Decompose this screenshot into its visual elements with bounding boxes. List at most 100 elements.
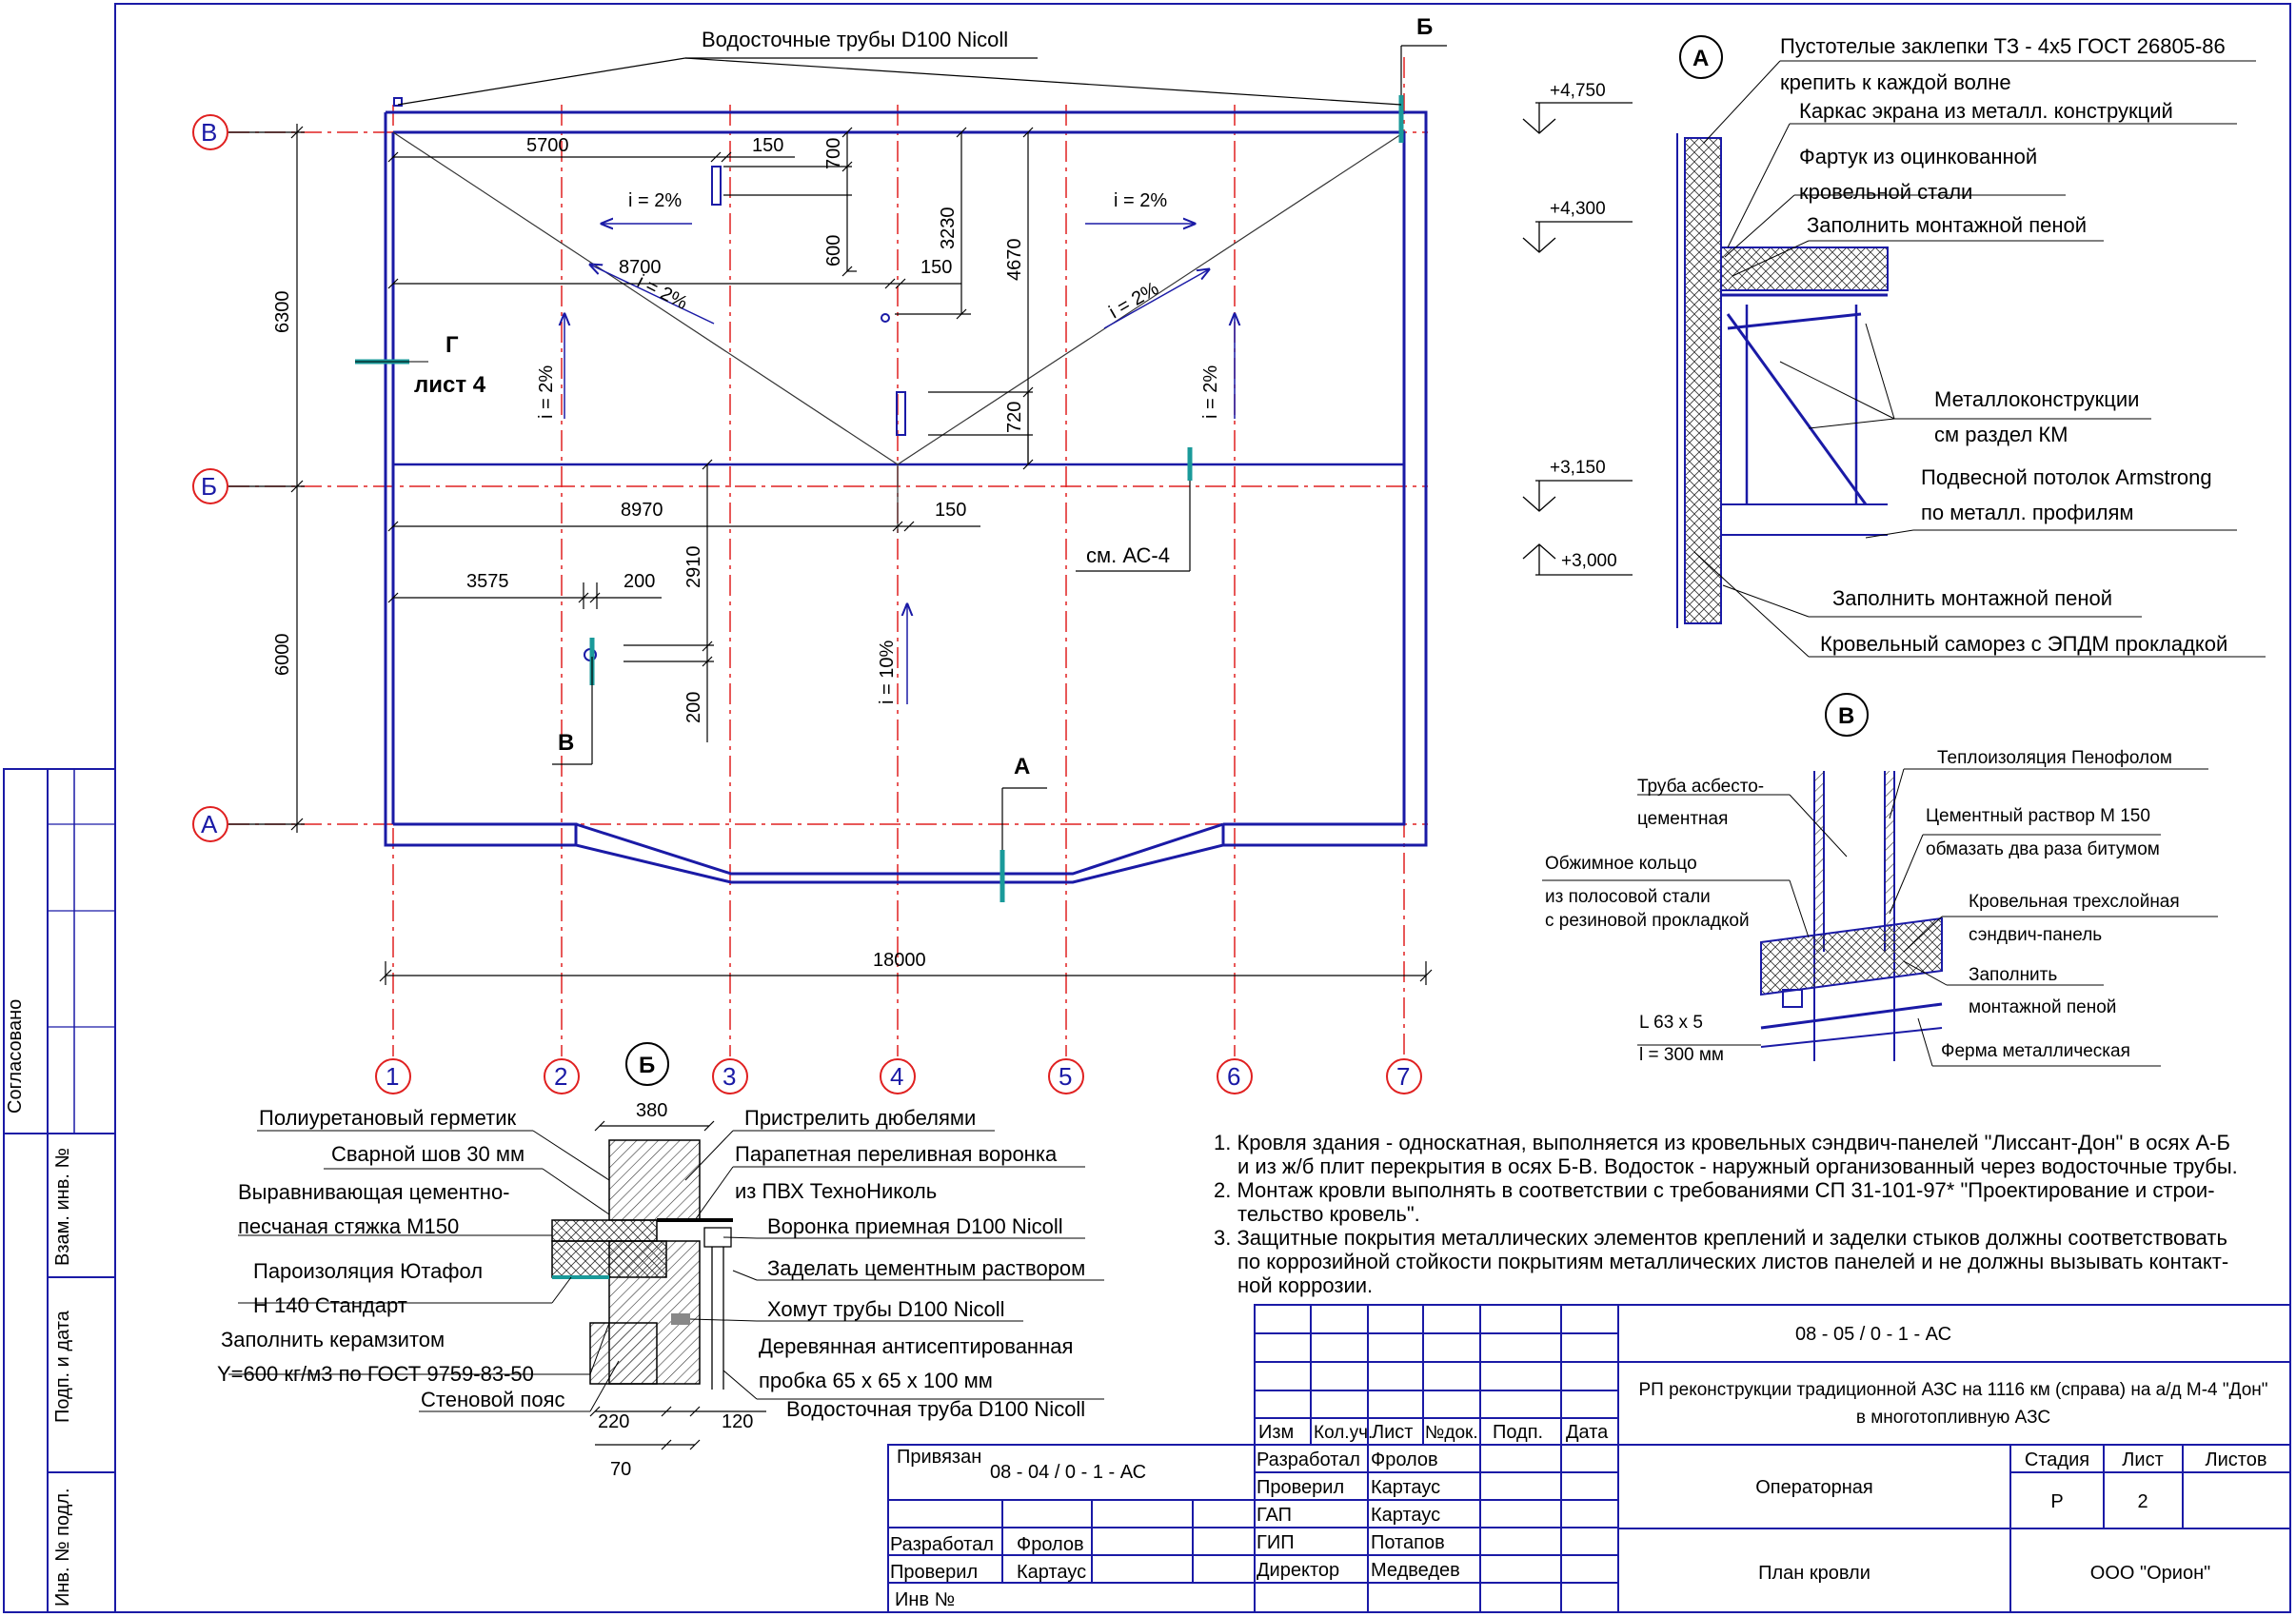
detail-b-plug xyxy=(671,1313,690,1325)
tb-stage: Р xyxy=(2050,1491,2063,1512)
tb-h-kol: Кол.уч. xyxy=(1314,1423,1373,1443)
level-3150: +3,150 xyxy=(1550,458,1606,478)
stamp-sign-date: Подп. и дата xyxy=(52,1310,73,1423)
dim-600: 600 xyxy=(823,235,844,266)
slope-arrows xyxy=(564,224,1235,704)
axis-col-1: 1 xyxy=(386,1062,399,1091)
detail-a-label-12: Кровельный саморез с ЭПДМ прокладкой xyxy=(1820,632,2227,656)
note-line-7: ной коррозии. xyxy=(1237,1273,1373,1297)
detail-v-mark: В xyxy=(1838,703,1854,729)
detail-b-w70: 70 xyxy=(610,1459,631,1480)
tb-name-1: Картаус xyxy=(1371,1477,1440,1498)
detail-b-left-2: Выравнивающая цементно- xyxy=(238,1180,510,1204)
pipe-markers xyxy=(355,95,1404,902)
detail-b-left-8: Стеновой пояс xyxy=(421,1388,564,1411)
dim-3230: 3230 xyxy=(938,207,959,250)
detail-a-label-5: кровельной стали xyxy=(1799,180,1972,204)
a-leader xyxy=(1001,787,1047,850)
tb-h-list: Лист xyxy=(1372,1422,1413,1443)
dim-200-b: 200 xyxy=(683,692,704,723)
slope-7: i = 10% xyxy=(877,641,898,704)
detail-v-label-12: L 63 х 5 xyxy=(1639,1013,1703,1033)
detail-b-right-2: из ПВХ ТехноНиколь xyxy=(735,1179,937,1203)
detail-b-right-3: Воронка приемная D100 Nicoll xyxy=(767,1214,1063,1238)
detail-b-w220: 220 xyxy=(598,1411,629,1432)
detail-v-angle xyxy=(1782,989,1803,1008)
detail-v-label-13: l = 300 мм xyxy=(1639,1045,1724,1065)
detail-b-left-6: Заполнить керамзитом xyxy=(221,1328,445,1351)
see-ac4: см. АС-4 xyxy=(1086,543,1170,567)
section-b-top: Б xyxy=(1416,14,1433,40)
detail-v: В Труб xyxy=(1542,693,2218,1067)
detail-b-mark: Б xyxy=(639,1053,655,1078)
tie-inv: Инв № xyxy=(895,1589,955,1610)
detail-b-w380: 380 xyxy=(636,1100,667,1121)
tb-name-2: Картаус xyxy=(1371,1505,1440,1526)
dim-2910: 2910 xyxy=(683,546,704,589)
section-g: Г xyxy=(445,332,459,358)
axis-gridlines xyxy=(228,57,1428,1056)
tb-role-3: ГИП xyxy=(1257,1532,1295,1553)
dimension-lines xyxy=(228,124,1433,985)
tb-h-sign: Подп. xyxy=(1493,1422,1543,1443)
tb-h-date: Дата xyxy=(1566,1422,1609,1443)
detail-v-label-11: монтажной пеной xyxy=(1969,997,2116,1017)
tb-project-2: в многотопливную АЗС xyxy=(1856,1408,2050,1428)
stamp-orig-inv: Инв. № подл. xyxy=(52,1488,73,1607)
detail-v-pipe-wall-right xyxy=(1885,771,1894,952)
dim-4670: 4670 xyxy=(1004,239,1025,282)
slope-5: i = 2% xyxy=(536,365,557,419)
note-line-3: 2. Монтаж кровли выполнять в соответстви… xyxy=(1214,1178,2215,1202)
detail-b-right-7: пробка 65 х 65 х 100 мм xyxy=(759,1369,993,1392)
drain-leader xyxy=(397,57,1402,106)
tie-dev-role: Разработал xyxy=(890,1534,994,1555)
general-notes: 1. Кровля здания - односкатная, выполняе… xyxy=(1214,1131,2238,1297)
axis-col-4: 4 xyxy=(890,1062,903,1091)
detail-a-label-4: Фартук из оцинкованной xyxy=(1799,145,2037,168)
dim-720: 720 xyxy=(1004,402,1025,433)
drain-pipes-label: Водосточные трубы D100 Nicoll xyxy=(702,28,1008,51)
slope-1: i = 2% xyxy=(628,190,682,211)
tb-name-4: Медведев xyxy=(1371,1560,1460,1581)
stamp-agreed: Согласовано xyxy=(5,999,26,1114)
detail-b-right-4: Заделать цементным раствором xyxy=(767,1256,1085,1280)
axis-row-a: А xyxy=(201,810,218,838)
level-4300: +4,300 xyxy=(1550,199,1606,219)
drain-funnels xyxy=(393,97,906,661)
detail-b-screed xyxy=(551,1219,658,1242)
detail-a-leaders xyxy=(1693,60,2266,658)
detail-b-right-8: Водосточная труба D100 Nicoll xyxy=(786,1397,1085,1421)
roof-plan: Водосточные трубы D100 Nicoll Б Г лист 4… xyxy=(192,14,1447,1094)
detail-a-label-8: см раздел КМ xyxy=(1934,423,2068,446)
tie-chk-role: Проверил xyxy=(890,1562,978,1583)
detail-v-label-3: Цементный раствор М 150 xyxy=(1926,806,2150,826)
detail-v-label-2: цементная xyxy=(1637,809,1728,829)
tb-stage-label: Стадия xyxy=(2025,1449,2089,1470)
stamp-exch: Взам. инв. № xyxy=(52,1148,73,1266)
dim-150-b: 150 xyxy=(920,257,952,278)
axis-bubbles xyxy=(192,114,1422,1094)
detail-v-label-8: Кровельная трехслойная xyxy=(1969,892,2180,912)
detail-b-right-1: Парапетная переливная воронка xyxy=(735,1142,1058,1166)
roof-outline xyxy=(384,110,1428,884)
dim-3575: 3575 xyxy=(466,571,509,592)
tb-role-4: Директор xyxy=(1257,1560,1339,1581)
tb-h-izm: Изм xyxy=(1258,1422,1294,1443)
detail-b-right-6: Деревянная антисептированная xyxy=(759,1334,1073,1358)
valley-lines xyxy=(392,131,1405,533)
dim-700: 700 xyxy=(823,138,844,169)
note-line-5: 3. Защитные покрытия металлических элеме… xyxy=(1214,1226,2227,1250)
detail-a: А +4,750 +4,300 +3,150 +3,000 xyxy=(1522,34,2266,658)
tb-company: ООО "Орион" xyxy=(2090,1563,2210,1584)
tie-dev-name: Фролов xyxy=(1017,1534,1084,1555)
detail-a-levels xyxy=(1522,102,1633,576)
detail-v-label-14: Ферма металлическая xyxy=(1941,1041,2130,1061)
detail-v-label-10: Заполнить xyxy=(1969,965,2057,985)
detail-a-label-10: по металл. профилям xyxy=(1921,501,2134,524)
section-a-mark: А xyxy=(1014,754,1030,779)
tb-role-2: ГАП xyxy=(1257,1505,1292,1526)
detail-b-left-1: Сварной шов 30 мм xyxy=(331,1142,525,1166)
tb-building: Операторная xyxy=(1755,1477,1873,1498)
detail-a-mark: А xyxy=(1692,46,1709,71)
detail-v-pipe-wall-left xyxy=(1814,771,1824,952)
